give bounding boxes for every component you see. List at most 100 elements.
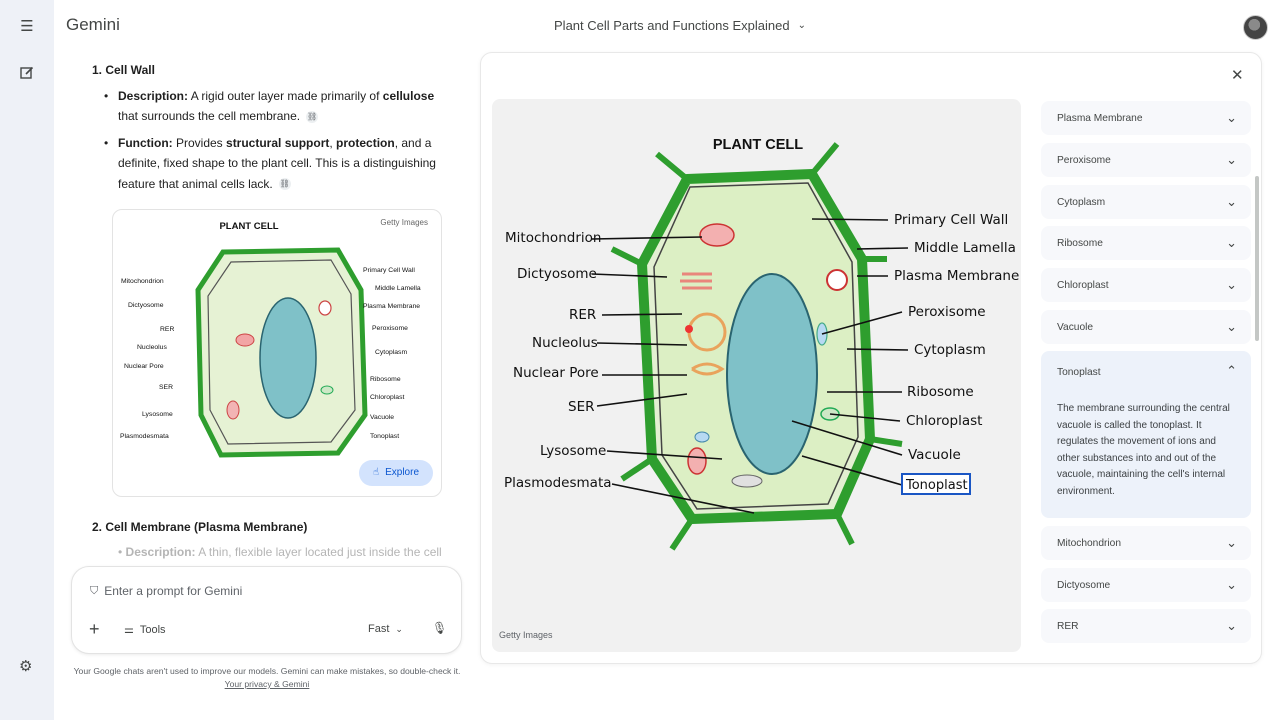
func-bold: structural support: [226, 135, 330, 150]
accordion-label: RER: [1057, 621, 1079, 632]
accordion-body: The membrane surrounding the central vac…: [1057, 403, 1230, 497]
chevron-down-icon[interactable]: ⌄: [1226, 194, 1237, 209]
accordion-label: Dictyosome: [1057, 580, 1111, 591]
label-plasmodesmata: Plasmodesmata: [504, 475, 612, 491]
accordion-item-tonoplast[interactable]: Tonoplast ⌃ The membrane surrounding the c…: [1041, 351, 1251, 518]
svg-text:Vacuole: Vacuole: [370, 414, 394, 421]
svg-text:Middle Lamella: Middle Lamella: [375, 285, 421, 292]
link-icon[interactable]: ⛓: [278, 178, 291, 191]
accordion-item-vacuole[interactable]: Vacuole ⌄: [1041, 310, 1251, 344]
desc-bold: cellulose: [382, 88, 435, 103]
hand-icon: ☝: [373, 466, 380, 478]
prompt-box[interactable]: ⛉ Enter a prompt for Gemini + ⚌ Tools Fa…: [71, 566, 462, 654]
accordion-item-ribosome[interactable]: Ribosome⌄: [1041, 226, 1251, 260]
accordion-item-mitochondrion[interactable]: Mitochondrion⌄: [1041, 526, 1251, 560]
chevron-down-icon[interactable]: ⌄: [1226, 235, 1237, 250]
svg-text:Ribosome: Ribosome: [370, 376, 401, 383]
svg-text:Lysosome: Lysosome: [142, 411, 173, 418]
svg-text:Dictyosome: Dictyosome: [128, 302, 164, 309]
tune-icon: ⚌: [124, 624, 134, 636]
mic-icon[interactable]: 🎙: [432, 621, 448, 635]
chevron-down-icon: ⌄: [797, 20, 806, 31]
label-ser: SER: [568, 399, 594, 415]
chevron-down-icon[interactable]: ⌄: [1226, 277, 1237, 292]
accordion-item-dictyosome[interactable]: Dictyosome ⌄: [1041, 568, 1251, 602]
desc-label: Description:: [125, 545, 196, 559]
label-nuclear-pore: Nuclear Pore: [513, 365, 599, 381]
avatar[interactable]: [1243, 15, 1268, 40]
link-icon[interactable]: ⛓: [306, 110, 319, 123]
menu-icon[interactable]: ☰: [20, 18, 34, 35]
label-primary-cell-wall: Primary Cell Wall: [894, 212, 1008, 228]
svg-text:Primary Cell Wall: Primary Cell Wall: [363, 267, 415, 274]
tools-button[interactable]: ⚌ Tools: [124, 623, 166, 637]
accordion-label: Cytoplasm: [1057, 197, 1106, 208]
figure-title: PLANT CELL: [713, 137, 803, 153]
svg-text:RER: RER: [160, 326, 174, 333]
desc-label: Description:: [118, 88, 189, 103]
chevron-down-icon[interactable]: ⌄: [1226, 110, 1237, 125]
prompt-placeholder: Enter a prompt for Gemini: [104, 584, 243, 598]
accordion-item-peroxisome[interactable]: Peroxisome ⌄: [1041, 143, 1251, 177]
label-ribosome: Ribosome: [907, 384, 974, 400]
label-peroxisome: Peroxisome: [908, 304, 986, 320]
thumb-title: PLANT CELL: [219, 221, 278, 232]
list-item: Function: Provides structural support, p…: [104, 133, 456, 195]
accordion-item-chloroplast[interactable]: Chloroplast ⌄: [1041, 268, 1251, 302]
conversation-title-text: Plant Cell Parts and Functions Explained: [554, 18, 790, 33]
prompt-input[interactable]: ⛉ Enter a prompt for Gemini: [90, 584, 242, 598]
desc-text-end: that surrounds the cell membrane.: [118, 109, 301, 123]
conversation-title[interactable]: Plant Cell Parts and Functions Explained…: [540, 18, 820, 33]
gear-icon[interactable]: ⚙: [19, 658, 33, 675]
shield-icon: ⛉: [90, 584, 99, 597]
desc-text: A rigid outer layer made primarily of: [188, 88, 383, 103]
disclaimer: Your Google chats aren't used to improve…: [66, 665, 468, 691]
label-rer: RER: [569, 307, 596, 323]
privacy-link[interactable]: Your privacy & Gemini: [224, 679, 310, 689]
image-credit: Getty Images: [499, 630, 553, 640]
explore-button[interactable]: ☝ Explore: [359, 460, 433, 486]
chevron-down-icon[interactable]: ⌄: [1226, 618, 1237, 633]
svg-text:Plasmodesmata: Plasmodesmata: [120, 433, 169, 440]
thumb-credit: Getty Images: [380, 218, 428, 227]
svg-text:Mitochondrion: Mitochondrion: [121, 278, 164, 285]
add-button[interactable]: +: [89, 619, 100, 639]
new-chat-icon[interactable]: [16, 62, 38, 84]
label-vacuole: Vacuole: [908, 447, 961, 463]
chevron-down-icon[interactable]: ⌄: [1226, 319, 1237, 334]
accordion-label: Plasma Membrane: [1057, 113, 1143, 124]
accordion-item-plasma-membrane[interactable]: Plasma Membrane ⌄: [1041, 101, 1251, 135]
label-dictyosome: Dictyosome: [517, 266, 597, 282]
accordion-label: Chloroplast: [1057, 280, 1109, 291]
chevron-down-icon[interactable]: ⌄: [1226, 152, 1237, 167]
func-sep: ,: [329, 135, 337, 150]
label-chloroplast: Chloroplast: [906, 413, 982, 429]
svg-text:Cytoplasm: Cytoplasm: [375, 349, 407, 356]
faded-list-item: • Description: A thin, flexible layer lo…: [118, 545, 442, 559]
chevron-down-icon[interactable]: ⌄: [1226, 535, 1237, 550]
label-tonoplast: Tonoplast: [905, 478, 968, 493]
accordion-label: Peroxisome: [1057, 155, 1111, 166]
close-icon[interactable]: ✕: [1231, 67, 1244, 84]
mode-selector[interactable]: Fast ⌄: [368, 623, 403, 635]
mode-label: Fast: [368, 623, 390, 635]
scrollbar[interactable]: [1255, 176, 1259, 341]
accordion-label: Tonoplast: [1057, 367, 1101, 378]
accordion-item-cytoplasm[interactable]: Cytoplasm ⌄: [1041, 185, 1251, 219]
func-label: Function:: [118, 135, 173, 150]
accordion-item-rer[interactable]: RER ⌄: [1041, 609, 1251, 643]
label-nucleolus: Nucleolus: [532, 335, 598, 351]
func-bold: protection: [336, 135, 395, 150]
accordion-label: Vacuole: [1057, 322, 1094, 333]
svg-text:Chloroplast: Chloroplast: [370, 394, 404, 401]
chevron-down-icon[interactable]: ⌄: [1226, 577, 1237, 592]
tools-label: Tools: [139, 623, 166, 636]
svg-text:Nucleolus: Nucleolus: [137, 344, 167, 351]
func-text-end: , and a definite, fixed shape to the pla…: [118, 135, 436, 191]
func-text: Provides: [172, 135, 227, 150]
section-title: 1. Cell Wall: [92, 63, 155, 77]
section-title: 2. Cell Membrane (Plasma Membrane): [92, 520, 308, 534]
thumbnail-diagram: PLANT CELL Getty Images MitochondrionDic…: [120, 218, 428, 458]
chevron-up-icon[interactable]: ⌃: [1226, 363, 1237, 378]
